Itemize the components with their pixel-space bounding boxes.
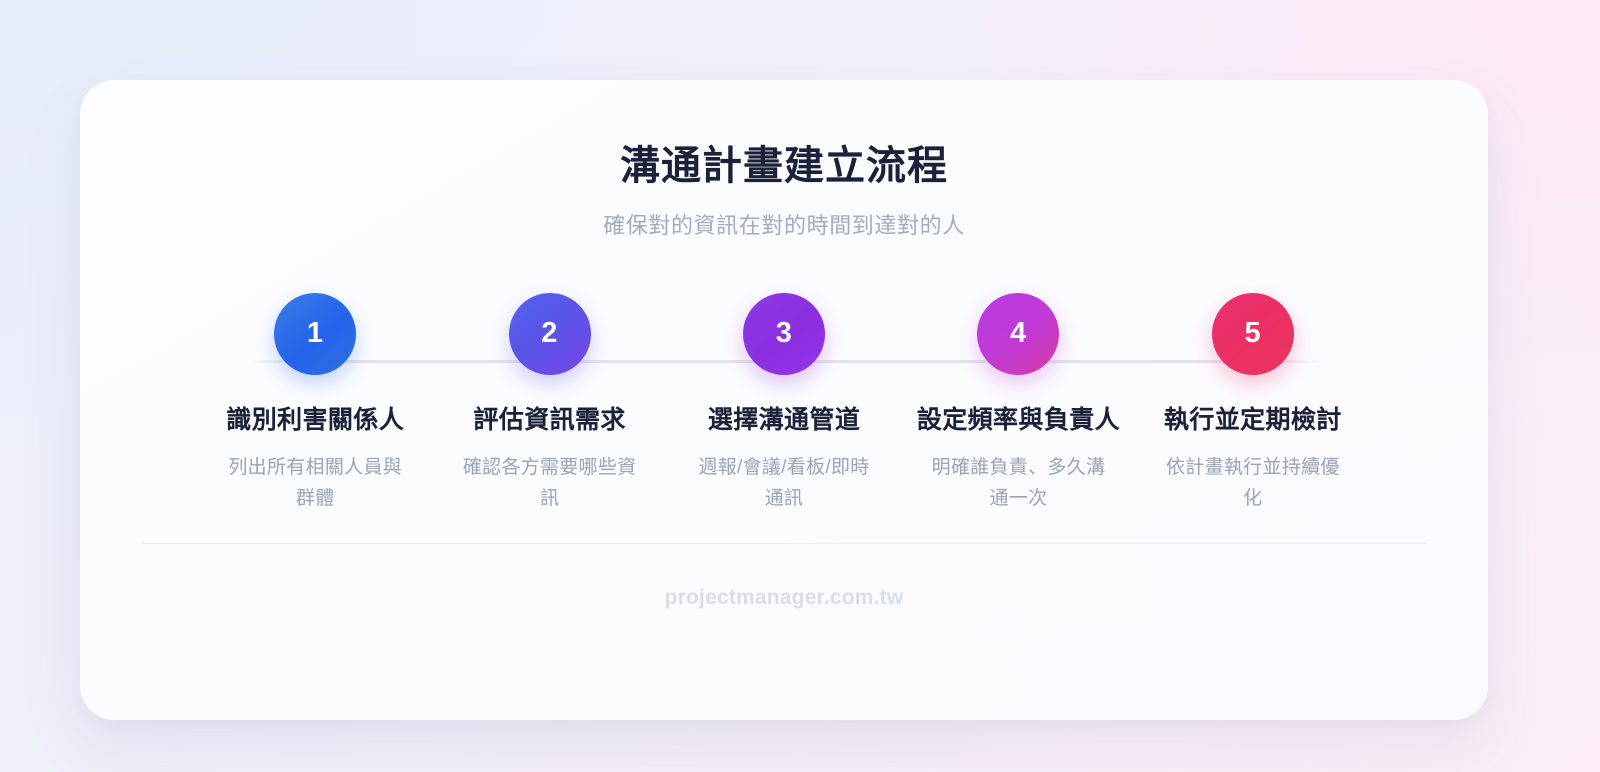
step-label-2: 評估資訊需求 <box>473 405 626 434</box>
page-title: 溝通計畫建立流程 <box>620 144 948 188</box>
step-number-badge-5: 5 <box>1211 292 1294 375</box>
step-number-badge-2: 2 <box>508 292 591 375</box>
step-label-3: 選擇溝通管道 <box>707 405 861 434</box>
step-number-badge-4: 4 <box>977 292 1060 375</box>
card-footer: projectmanager.com.tw <box>80 544 1488 610</box>
step-description-2: 確認各方需要哪些資訊 <box>462 456 637 510</box>
infographic-card: 溝通計畫建立流程 確保對的資訊在對的時間到達對的人 1 識別利害關係人 列出所有… <box>80 80 1488 720</box>
step-number-badge-1: 1 <box>274 292 357 375</box>
card-header: 溝通計畫建立流程 確保對的資訊在對的時間到達對的人 <box>80 80 1488 241</box>
step-item-2[interactable]: 2 評估資訊需求 確認各方需要哪些資訊 <box>432 292 666 515</box>
step-description-1: 列出所有相關人員與群體 <box>228 456 403 510</box>
step-description-5: 依計畫執行並持續優化 <box>1165 456 1340 510</box>
step-item-1[interactable]: 1 識別利害關係人 列出所有相關人員與群體 <box>198 292 432 515</box>
step-number-badge-3: 3 <box>743 292 826 375</box>
step-label-1: 識別利害關係人 <box>226 405 405 434</box>
site-attribution: projectmanager.com.tw <box>664 585 904 609</box>
page-subtitle: 確保對的資訊在對的時間到達對的人 <box>603 213 965 238</box>
step-item-3[interactable]: 3 選擇溝通管道 週報/會議/看板/即時通訊 <box>667 292 901 515</box>
step-description-3: 週報/會議/看板/即時通訊 <box>698 456 870 510</box>
process-flow: 1 識別利害關係人 列出所有相關人員與群體 2 評估資訊需求 確認各方需要哪些資… <box>80 292 1488 543</box>
step-item-5[interactable]: 5 執行並定期檢討 依計畫執行並持續優化 <box>1136 292 1370 515</box>
step-description-4: 明確誰負責、多久溝通一次 <box>931 456 1106 510</box>
step-label-4: 設定頻率與負責人 <box>916 405 1121 434</box>
step-list: 1 識別利害關係人 列出所有相關人員與群體 2 評估資訊需求 確認各方需要哪些資… <box>80 292 1488 515</box>
step-item-4[interactable]: 4 設定頻率與負責人 明確誰負責、多久溝通一次 <box>901 292 1135 515</box>
step-label-5: 執行並定期檢討 <box>1163 405 1342 434</box>
footer-divider <box>142 542 1426 544</box>
